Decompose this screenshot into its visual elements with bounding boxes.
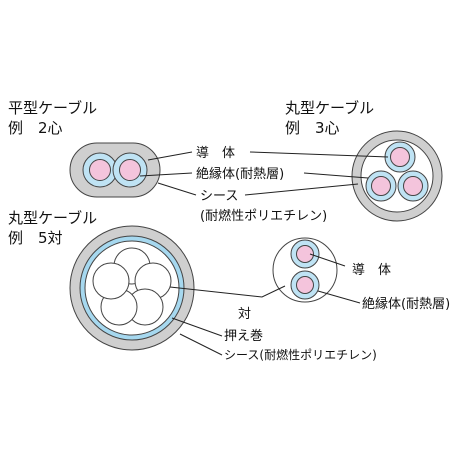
label-sheath-line2: (耐燃性ポリエチレン)	[200, 208, 327, 224]
round-5pair-cable	[69, 225, 195, 351]
round-3core-conductor-2	[371, 176, 391, 196]
leader-detail-conductor	[309, 253, 346, 267]
label-wrap: 押え巻	[224, 329, 263, 344]
pair-detail-outline	[272, 237, 338, 303]
leader-conductor-right	[249, 151, 389, 158]
leader-sheath-bottom	[179, 333, 223, 356]
round-5pair-example: 例 5対	[8, 229, 63, 247]
flat-cable-conductor-2	[119, 159, 141, 181]
round-3core-example: 例 3心	[285, 119, 340, 137]
pair-detail	[272, 237, 338, 303]
label-pair: 対	[238, 307, 251, 322]
pair-detail-conductor-2	[296, 276, 314, 294]
flat-cable-title: 平型ケーブル	[8, 99, 97, 117]
label-sheath-line1: シース	[200, 189, 238, 204]
round-5pair-title: 丸型ケーブル	[8, 209, 97, 227]
leader-wrap	[171, 317, 223, 337]
round-3core-conductor-1	[390, 147, 410, 167]
label-insulation: 絶縁体(耐熱層)	[196, 166, 284, 182]
round-3core-conductor-3	[403, 176, 423, 196]
detail-label-conductor: 導 体	[352, 263, 391, 278]
label-conductor: 導 体	[196, 146, 235, 161]
flat-cable-conductor-1	[89, 159, 111, 181]
leader-detail-insulation	[317, 290, 361, 304]
leader-conductor-left	[147, 151, 193, 161]
leader-pair	[169, 285, 286, 298]
round-3core-title: 丸型ケーブル	[285, 99, 374, 117]
leader-insulation-right	[303, 172, 369, 179]
label-sheath-full: シース(耐燃性ポリエチレン)	[224, 347, 377, 362]
round-5pair-pair-5	[92, 262, 130, 300]
pair-detail-conductor-1	[296, 245, 314, 263]
leader-sheath-left	[157, 182, 197, 196]
detail-label-insulation: 絶縁体(耐熱層)	[362, 296, 450, 312]
leader-insulation-left	[139, 172, 193, 177]
leader-sheath-right	[244, 183, 359, 196]
flat-2core-cable	[69, 142, 161, 198]
round-3core-cable	[351, 130, 443, 222]
flat-cable-example: 例 2心	[8, 119, 63, 137]
